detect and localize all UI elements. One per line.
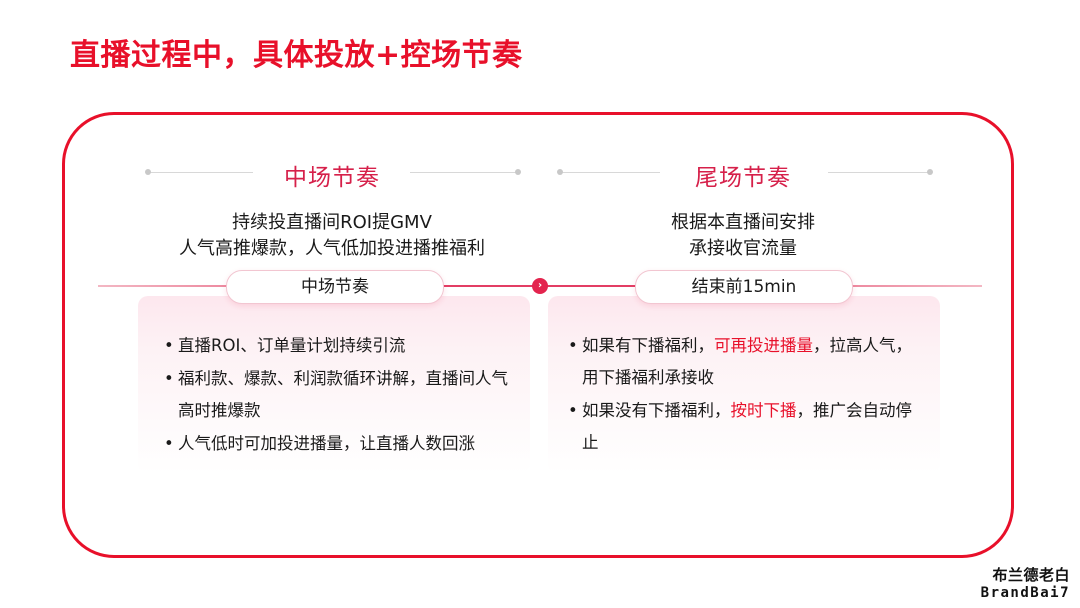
left-heading: 中场节奏 <box>284 165 380 191</box>
brand-name-cn: 布兰德老白 <box>992 566 1070 584</box>
brand-name-en: BrandBai7 <box>980 585 1070 601</box>
right-summary: 根据本直播间安排 承接收官流量 <box>533 210 953 262</box>
list-item: 如果没有下播福利，按时下播，推广会自动停止 <box>568 395 918 459</box>
left-pill: 中场节奏 <box>226 270 444 304</box>
timeline-chevron-right-icon: › <box>532 278 548 294</box>
right-heading-dot-right <box>927 169 933 175</box>
content-frame <box>62 112 1014 558</box>
left-summary: 持续投直播间ROI提GMV 人气高推爆款，人气低加投进播推福利 <box>122 210 542 262</box>
right-pill: 结束前15min <box>635 270 853 304</box>
left-heading-dot-left <box>145 169 151 175</box>
right-bullets: 如果有下播福利，可再投进播量，拉高人气，用下播福利承接收 如果没有下播福利，按时… <box>568 330 918 460</box>
left-heading-line-right <box>410 172 517 173</box>
left-summary-line: 持续投直播间ROI提GMV <box>232 212 432 233</box>
bullet-text: 直播ROI、订单量计划持续引流 <box>178 336 406 355</box>
bullet-text: 如果有下播福利， <box>582 336 714 355</box>
right-heading-line-left <box>560 172 660 173</box>
brand-logo: 布兰德老白 BrandBai7 <box>981 566 1070 602</box>
bullet-text: ，拉高人气，用下播福利承接收 <box>582 336 912 387</box>
bullet-text: ，推广会自动停止 <box>582 401 912 452</box>
bullet-text: 如果没有下播福利， <box>582 401 731 420</box>
highlight-text: 可再投进播量 <box>714 336 813 355</box>
right-summary-line: 根据本直播间安排 <box>671 212 815 233</box>
list-item: 直播ROI、订单量计划持续引流 <box>164 330 514 362</box>
left-summary-line: 人气高推爆款，人气低加投进播推福利 <box>179 238 485 259</box>
right-heading: 尾场节奏 <box>695 165 791 191</box>
list-item: 如果有下播福利，可再投进播量，拉高人气，用下播福利承接收 <box>568 330 918 394</box>
right-summary-line: 承接收官流量 <box>689 238 797 259</box>
left-bullets: 直播ROI、订单量计划持续引流 福利款、爆款、利润款循环讲解，直播间人气高时推爆… <box>164 330 514 461</box>
left-heading-line-left <box>148 172 253 173</box>
left-heading-dot-right <box>515 169 521 175</box>
highlight-text: 按时下播 <box>730 401 797 420</box>
bullet-text: 福利款、爆款、利润款循环讲解，直播间人气高时推爆款 <box>178 369 508 420</box>
list-item: 福利款、爆款、利润款循环讲解，直播间人气高时推爆款 <box>164 363 514 427</box>
list-item: 人气低时可加投进播量，让直播人数回涨 <box>164 428 514 460</box>
bullet-text: 人气低时可加投进播量，让直播人数回涨 <box>178 434 475 453</box>
right-heading-dot-left <box>557 169 563 175</box>
right-heading-line-right <box>828 172 930 173</box>
slide-title: 直播过程中，具体投放+控场节奏 <box>70 38 523 73</box>
